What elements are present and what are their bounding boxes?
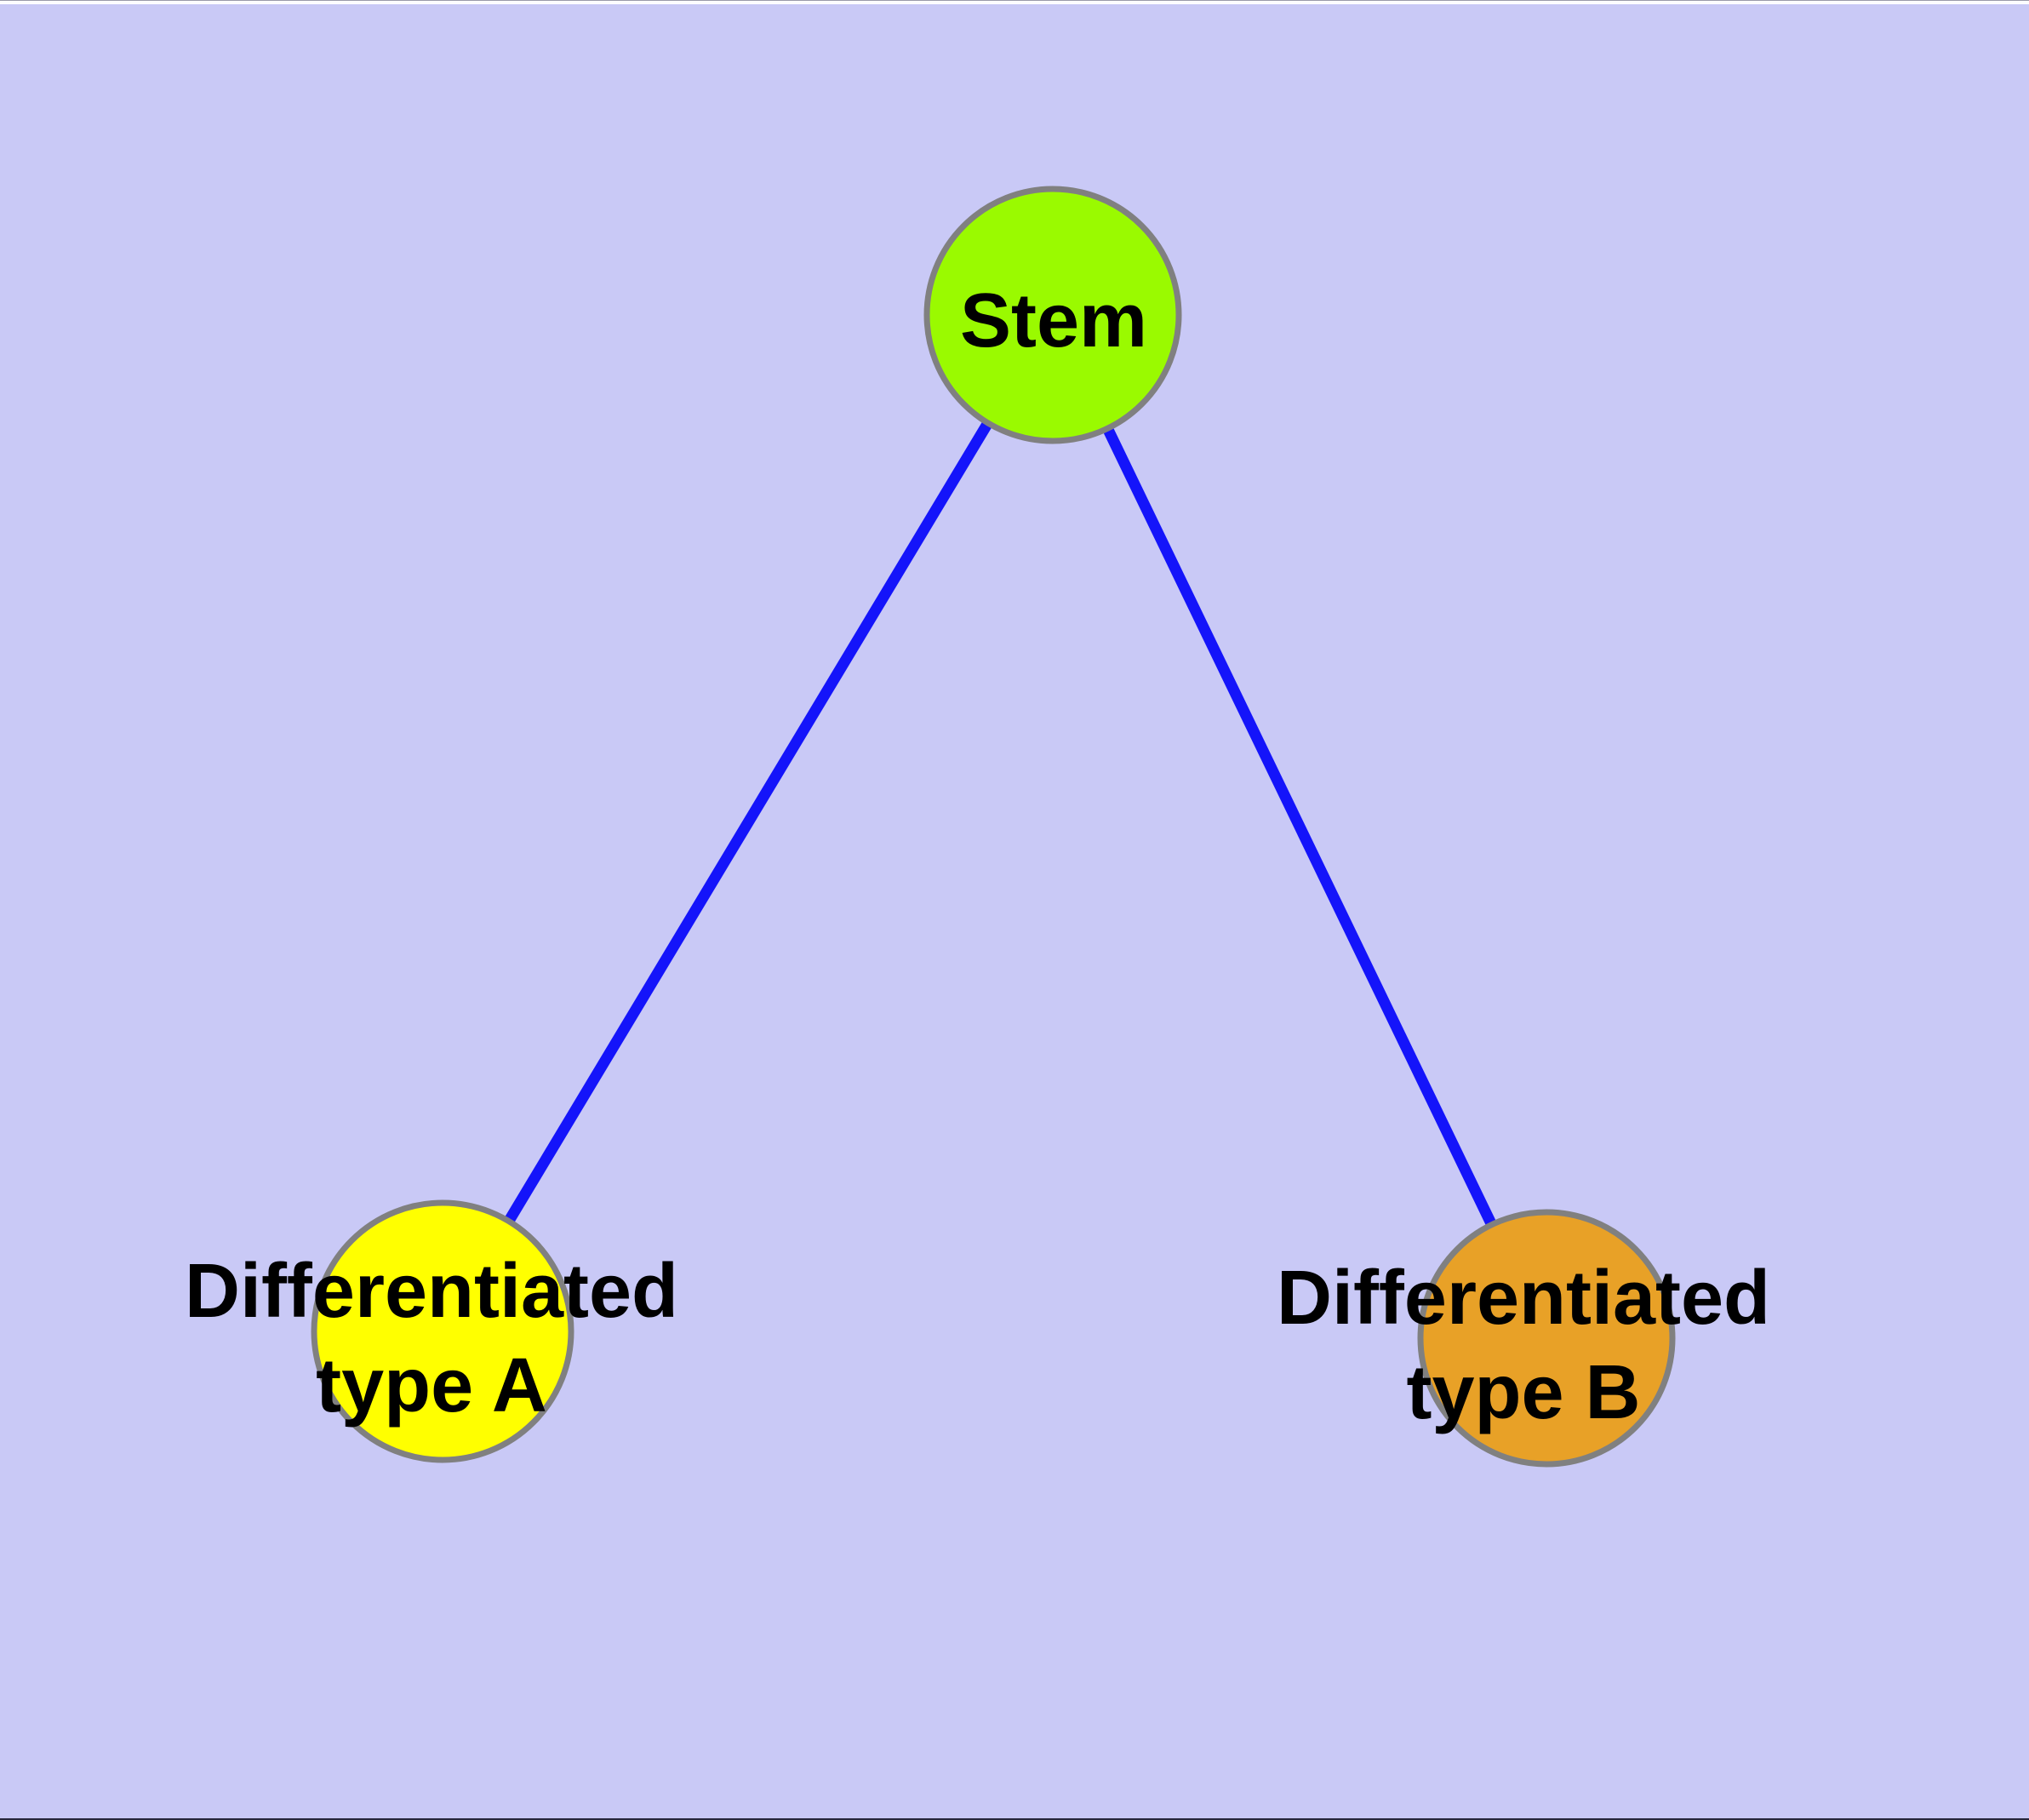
edge-stem-to-type-a <box>437 312 1058 1335</box>
edge-stem-to-type-b <box>1048 312 1552 1341</box>
node-label-type-a-line2: type A <box>316 1343 547 1428</box>
node-label-stem: Stem <box>960 278 1147 363</box>
window-bottom-edge <box>0 1818 2029 1820</box>
node-differentiated-type-a <box>311 1199 574 1463</box>
node-differentiated-type-b <box>1417 1209 1676 1468</box>
window-top-strip <box>0 0 2029 4</box>
node-stem <box>923 186 1182 444</box>
node-label-type-b-line1: Differentiated <box>1277 1256 1770 1341</box>
node-label-type-a-line1: Differentiated <box>185 1249 678 1334</box>
node-label-type-b-line2: type B <box>1406 1350 1640 1435</box>
